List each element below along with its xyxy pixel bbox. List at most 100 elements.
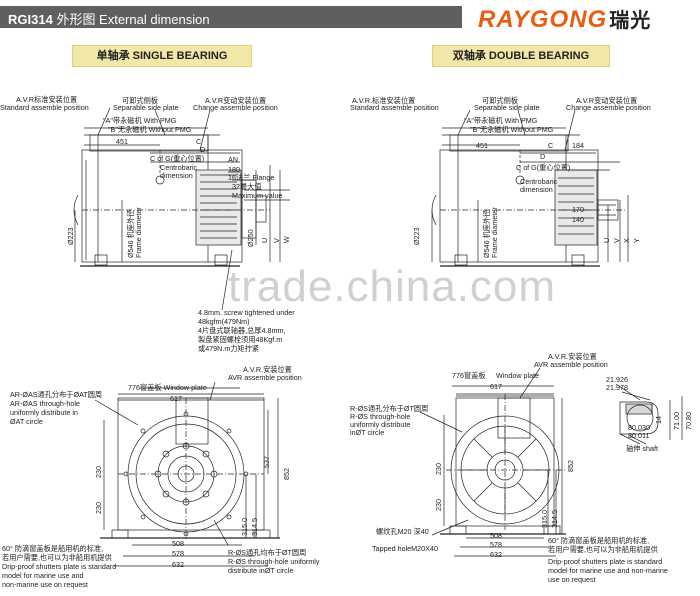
thread-en: Tapped holeM20X40	[372, 544, 438, 553]
r-note-1-2: R-ØS通孔分布于ØT圆周	[350, 404, 429, 413]
dim-230-b-2: 230	[434, 499, 443, 511]
window-plate-en-2: Window plate	[496, 371, 540, 380]
dim-v: V	[272, 238, 281, 243]
drip-1-2: 60° 防滴窗盖板是船用机的标准,	[548, 536, 650, 545]
dim-508-2: 508	[490, 531, 502, 540]
shaft-detail	[615, 383, 683, 445]
drip-3-2: Drip-proof shutters plate is standard	[548, 557, 663, 566]
ar-note-3: uniformly distribute in	[10, 408, 78, 417]
dim-315-2: 315.0	[540, 510, 549, 528]
ar-note-4: ØAT circle	[10, 417, 43, 426]
centrobaric-1: Centrobaric	[160, 163, 198, 172]
shaft-21-926: 21.926	[606, 375, 628, 384]
dim-632: 632	[172, 560, 184, 569]
note-2: 48kgfm(479Nm)	[198, 317, 250, 326]
drip-5: non-marine use on request	[2, 580, 88, 589]
shaft-label: 轴伸 shaft	[626, 444, 658, 453]
shaft-14: 14	[654, 416, 663, 424]
double-front-view	[419, 367, 566, 557]
dim-578: 578	[172, 549, 184, 558]
dim-451-2: 451	[476, 141, 488, 150]
window-plate: 776窗盖板 Window plate	[128, 383, 207, 392]
dim-v-2: V	[612, 238, 621, 243]
dim-c: C	[196, 137, 202, 146]
cofg-2: C of G(重心位置)	[516, 163, 571, 172]
logo-cn: 瑞光	[609, 10, 652, 32]
flange-1: 16法兰 Flange	[228, 173, 275, 182]
avr-pos-en: AVR assemble position	[228, 373, 302, 382]
avr-change-cn-2: A.V.R变动安装位置	[576, 96, 638, 105]
plate-cn-2: 可卸式侧板	[482, 96, 518, 105]
dim-314-2: 314.5	[550, 510, 559, 528]
avr-std-cn-2: A.V.R.标准安装位置	[352, 96, 416, 105]
note-3: 4片盘式联轴器,总厚4.8mm,	[198, 326, 286, 335]
dim-230-a-2: 230	[434, 463, 443, 475]
double-bearing-heading: 双轴承 DOUBLE BEARING	[432, 45, 610, 67]
dim-c-2: C	[548, 141, 554, 150]
dim-230-b: 230	[94, 502, 103, 514]
dim-451: 451	[116, 137, 128, 146]
note-5: 或479N.m力矩拧紧	[198, 344, 260, 353]
double-side-view	[431, 109, 629, 267]
dim-537: 537	[262, 456, 271, 468]
frame-dia-en: Frame diameter	[134, 207, 143, 258]
title-bar	[0, 6, 462, 28]
dim-140: 140	[572, 215, 584, 224]
single-front-view	[94, 381, 280, 567]
plate-cn: 可卸式侧板	[122, 96, 158, 105]
page-title: RGI314 外形图 External dimension	[8, 9, 210, 28]
dim-508: 508	[172, 539, 184, 548]
flange-3: Maximum value	[232, 191, 283, 200]
avr-std-cn: A.V.R标准安装位置	[16, 95, 78, 104]
drip-3: Drip-proof shutters plate is standard	[2, 562, 117, 571]
ar-note-2: AR-ØAS through-hole	[10, 399, 80, 408]
dim-223-2: Ø223	[412, 227, 421, 245]
dim-578-2: 578	[490, 540, 502, 549]
cofg: C of G(重心位置)	[150, 154, 205, 163]
dim-314: 314.5	[250, 518, 259, 536]
r-note-2: R-ØS through-hole uniformly	[228, 557, 320, 566]
centrobaric-1-2: Centrobaric	[520, 177, 558, 186]
watermark: trade.china.com	[228, 262, 557, 311]
drip-4: model for marine use and	[2, 571, 84, 580]
plate-en-2: Separable side plate	[474, 103, 540, 112]
avr-change-en: Change assemble position	[193, 103, 278, 112]
plate-en: Separable side plate	[113, 103, 179, 112]
drip-2: 若用户需要,也可以为非船用机提供	[2, 553, 112, 562]
drip-1: 60° 防滴窗盖板是船用机的标准,	[2, 544, 104, 553]
dim-d-2: D	[540, 152, 546, 161]
thread-cn: 螺纹孔M20 深40	[376, 527, 429, 536]
avr-pos-cn-2: A.V.R.安装位置	[548, 352, 597, 361]
dim-d: D	[200, 145, 206, 154]
dim-an-text: AN	[228, 155, 238, 164]
a-pmg: "A"带永磁机 With PMG	[103, 116, 177, 125]
shaft-71: 71.00	[672, 412, 681, 430]
dim-y: Y	[632, 238, 641, 243]
single-bearing-heading: 单轴承 SINGLE BEARING	[72, 45, 252, 67]
avr-std-en-2: Standard assemble position	[350, 103, 439, 112]
single-side-view	[73, 107, 290, 311]
avr-pos-cn: A.V.R.安装位置	[243, 365, 292, 374]
r-note-4-2: inØT circle	[350, 428, 385, 437]
dim-230-a: 230	[94, 466, 103, 478]
dim-632-2: 632	[490, 550, 502, 559]
avr-change-en-2: Change assemble position	[566, 103, 651, 112]
r-note-3-2: uniformly distribute	[350, 420, 411, 429]
dim-223: Ø223	[66, 227, 75, 245]
dim-617: 617	[170, 394, 182, 403]
flange-2: 32最大值	[232, 182, 262, 191]
avr-pos-en-2: AVR assemble position	[534, 360, 608, 369]
a-pmg-2: "A"带永磁机 With PMG	[464, 116, 538, 125]
drip-5-2: use on request	[548, 575, 596, 584]
shaft-70-8: 70.80	[684, 412, 693, 430]
shaft-80-030: 80.030	[628, 423, 650, 432]
dim-u: U	[260, 237, 269, 243]
centrobaric-2-2: dimension	[520, 185, 553, 194]
model-number: RGI314	[8, 12, 53, 27]
dim-u-2: U	[602, 237, 611, 243]
note-4: 製盘紧固螺栓须用48Kgf.m	[198, 335, 283, 344]
dim-250: Ø250	[246, 229, 255, 247]
dim-852: 852	[282, 468, 291, 480]
